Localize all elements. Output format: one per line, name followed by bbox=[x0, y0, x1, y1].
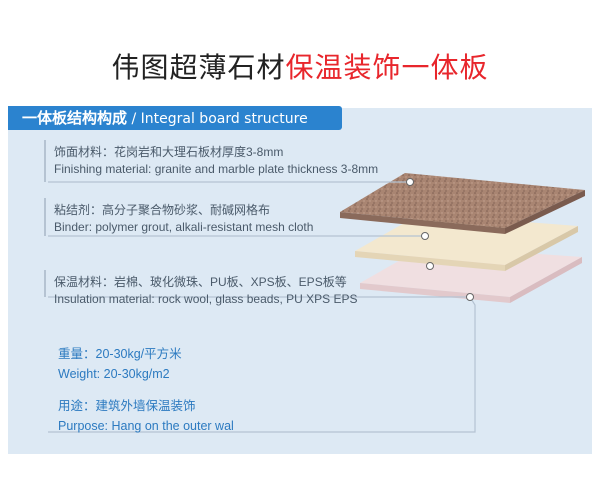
layer-binder: 粘结剂：高分子聚合物砂浆、耐碱网格布 Binder: polymer grout… bbox=[44, 198, 424, 236]
section-header-cn: 一体板结构构成 bbox=[22, 109, 128, 127]
layer-bracket bbox=[44, 270, 46, 297]
purpose-info: 用途：建筑外墙保温装饰 Purpose: Hang on the outer w… bbox=[58, 396, 234, 436]
layer-binder-cn: 粘结剂：高分子聚合物砂浆、耐碱网格布 bbox=[54, 203, 271, 217]
weight-en: Weight: 20-30kg/m2 bbox=[58, 367, 170, 381]
stone-marker-dot bbox=[406, 178, 414, 186]
spec-marker-dot bbox=[466, 293, 474, 301]
layer-bracket bbox=[44, 198, 46, 236]
layer-finishing: 饰面材料：花岗岩和大理石板材厚度3-8mm Finishing material… bbox=[44, 140, 424, 182]
binder-layer bbox=[355, 214, 578, 271]
layer-insulation-cn: 保温材料：岩棉、玻化微珠、PU板、XPS板、EPS板等 bbox=[54, 275, 347, 289]
connector-dots bbox=[406, 178, 474, 301]
layer-finishing-en: Finishing material: granite and marble p… bbox=[54, 162, 379, 176]
purpose-cn: 用途：建筑外墙保温装饰 bbox=[58, 399, 196, 413]
layer-finishing-cn: 饰面材料：花岗岩和大理石板材厚度3-8mm bbox=[54, 145, 284, 159]
page-title: 伟图超薄石材保温装饰一体板 bbox=[0, 46, 600, 86]
purpose-en: Purpose: Hang on the outer wal bbox=[58, 419, 234, 433]
stone-layer bbox=[340, 173, 585, 234]
layer-insulation-en: Insulation material: rock wool, glass be… bbox=[54, 292, 358, 306]
section-header-en: / Integral board structure bbox=[131, 111, 308, 127]
weight-cn: 重量：20-30kg/平方米 bbox=[58, 347, 182, 361]
layer-bracket bbox=[44, 140, 46, 182]
layer-insulation: 保温材料：岩棉、玻化微珠、PU板、XPS板、EPS板等 Insulation m… bbox=[44, 270, 424, 308]
weight-info: 重量：20-30kg/平方米 Weight: 20-30kg/m2 bbox=[58, 344, 182, 384]
section-header-tag: 一体板结构构成 / Integral board structure bbox=[8, 106, 342, 130]
insulation-marker-dot bbox=[426, 262, 434, 270]
title-product: 保温装饰一体板 bbox=[285, 51, 489, 84]
binder-marker-dot bbox=[421, 232, 429, 240]
layer-binder-en: Binder: polymer grout, alkali-resistant … bbox=[54, 220, 314, 234]
connector-lines bbox=[48, 181, 476, 433]
title-brand: 伟图超薄石材 bbox=[111, 51, 286, 84]
